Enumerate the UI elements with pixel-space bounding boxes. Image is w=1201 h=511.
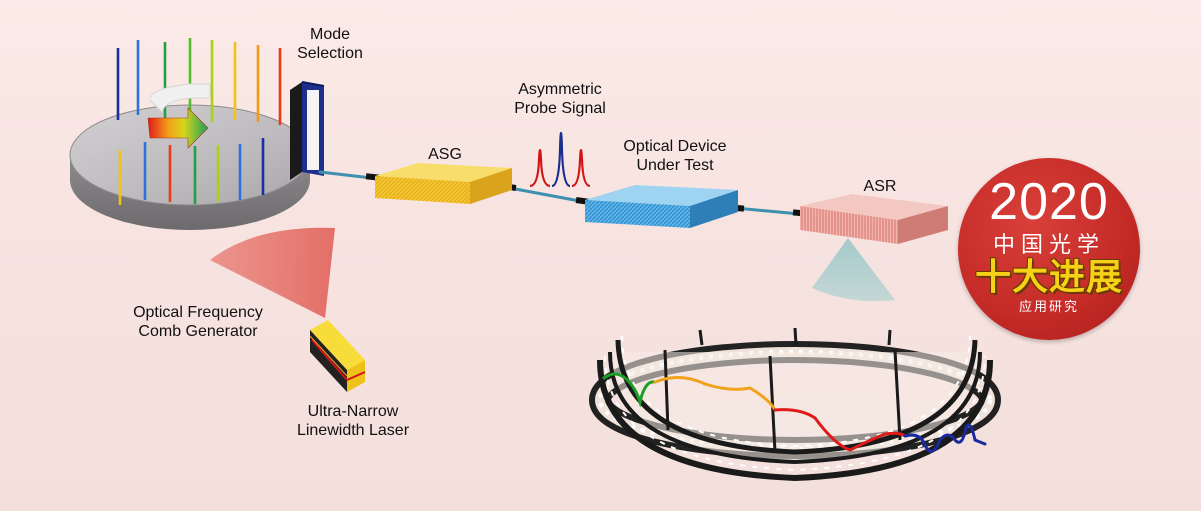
asg-module — [375, 163, 512, 204]
rotation-arrow-icon — [147, 83, 211, 149]
award-badge: 2020 中国光学 十大进展 应用研究 — [958, 158, 1140, 340]
badge-line-3: 应用研究 — [1018, 300, 1079, 315]
asg-label: ASG — [428, 146, 462, 163]
badge-line-1: 中国光学 — [992, 233, 1105, 258]
film-strip — [589, 327, 1001, 482]
laser-label: Ultra-Narrow Linewidth Laser — [296, 403, 410, 439]
asr-output-beam — [812, 238, 895, 302]
optical-device-under-test — [585, 185, 738, 228]
badge-line-2: 十大进展 — [974, 257, 1123, 298]
asr-module — [800, 194, 948, 244]
comb-generator-disk — [69, 104, 311, 230]
comb-lines-front — [118, 138, 265, 205]
film-traces — [602, 372, 987, 453]
optical-device-label: Optical Device Under Test — [623, 138, 727, 174]
mode-selection-label: Mode Selection — [297, 26, 363, 62]
ultra-narrow-laser — [309, 320, 366, 392]
badge-year: 2020 — [989, 173, 1109, 231]
comb-lines-back — [116, 38, 282, 125]
mode-selection-filter — [290, 81, 325, 180]
asymmetric-probe-signal — [529, 131, 591, 188]
asr-label: ASR — [863, 178, 897, 195]
laser-beam — [210, 227, 335, 318]
comb-generator-label: Optical Frequency Comb Generator — [133, 304, 263, 340]
asymmetric-probe-label: Asymmetric Probe Signal — [514, 81, 606, 117]
